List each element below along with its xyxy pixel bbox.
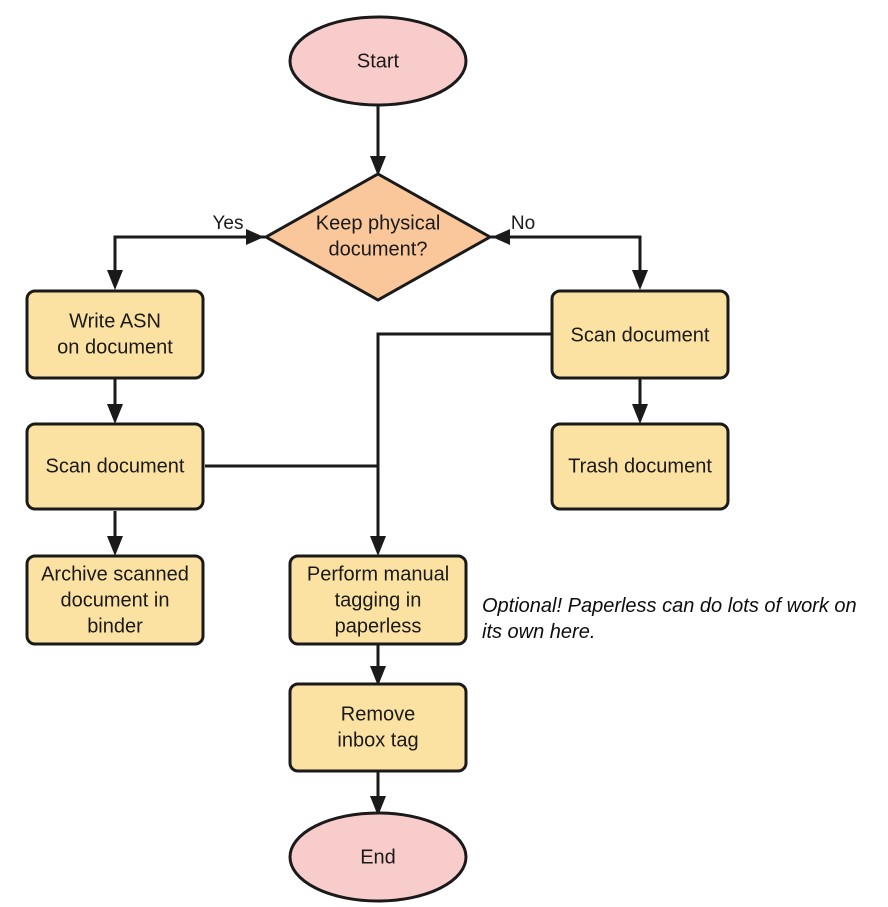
node-label-archive-line1: Archive scanned bbox=[41, 563, 189, 585]
node-shape-rect bbox=[288, 682, 468, 773]
node-shape-rect bbox=[25, 422, 205, 511]
node-perform-manual-tagging[interactable]: Perform manual tagging in paperless bbox=[288, 554, 468, 646]
node-label-keep-physical-line2: document? bbox=[329, 238, 428, 260]
edge-label-yes: Yes bbox=[213, 213, 244, 234]
arrow-head-icon bbox=[107, 404, 123, 424]
arrow-head-icon bbox=[632, 270, 648, 290]
annotation-line1: Optional! Paperless can do lots of work … bbox=[482, 595, 857, 617]
node-archive-scanned-document-in-binder[interactable]: Archive scanned document in binder bbox=[25, 554, 205, 646]
node-start[interactable]: Start bbox=[288, 15, 468, 107]
node-scan-document-left[interactable]: Scan document bbox=[25, 422, 205, 511]
arrow-head-icon bbox=[370, 796, 386, 816]
node-label-manual-tagging-line1: Perform manual bbox=[307, 563, 449, 585]
edge-decision-no-to-scan-right bbox=[491, 229, 648, 290]
edge-scan-right-to-trash bbox=[632, 379, 648, 424]
arrow-head-icon bbox=[370, 156, 386, 176]
edge-manual-tagging-to-remove-inbox-tag bbox=[370, 645, 386, 686]
node-label-keep-physical-line1: Keep physical bbox=[316, 212, 441, 234]
arrow-head-icon bbox=[246, 229, 264, 245]
node-label-manual-tagging-line2: tagging in bbox=[335, 589, 422, 611]
node-shape-diamond bbox=[262, 172, 494, 302]
arrow-head-icon bbox=[370, 536, 386, 556]
arrow-head-icon bbox=[370, 666, 386, 686]
node-shape-ellipse bbox=[288, 811, 468, 903]
edge-line bbox=[113, 235, 265, 277]
edge-label-no: No bbox=[511, 213, 535, 234]
node-write-asn-on-document[interactable]: Write ASN on document bbox=[25, 289, 205, 380]
annotation-optional-note: Optional! Paperless can do lots of work … bbox=[482, 595, 857, 643]
node-label-archive-line2: document in bbox=[61, 589, 170, 611]
node-remove-inbox-tag[interactable]: Remove inbox tag bbox=[288, 682, 468, 773]
edge-line bbox=[376, 332, 552, 543]
node-label-archive-line3: binder bbox=[87, 615, 143, 637]
annotation-line2: its own here. bbox=[482, 621, 595, 643]
node-shape-ellipse bbox=[288, 15, 468, 107]
node-label-manual-tagging-line3: paperless bbox=[335, 615, 422, 637]
node-shape-rect bbox=[25, 554, 205, 646]
edge-remove-inbox-tag-to-end bbox=[370, 771, 386, 816]
node-label-scan-document-right: Scan document bbox=[571, 324, 710, 346]
node-label-write-asn-line2: on document bbox=[57, 336, 173, 358]
arrow-head-icon bbox=[492, 229, 510, 245]
node-label-trash-document: Trash document bbox=[568, 455, 712, 477]
edge-start-to-decision bbox=[370, 103, 386, 176]
node-label-write-asn-line1: Write ASN bbox=[69, 310, 161, 332]
edge-layer bbox=[107, 103, 648, 816]
edge-write-asn-to-scan-left bbox=[107, 379, 123, 424]
arrow-head-icon bbox=[632, 404, 648, 424]
node-label-remove-inbox-tag-line1: Remove bbox=[341, 703, 415, 725]
edge-decision-yes-to-write-asn bbox=[107, 229, 265, 290]
node-label-end: End bbox=[360, 846, 396, 868]
node-shape-rect bbox=[288, 554, 468, 646]
node-shape-rect bbox=[550, 422, 730, 511]
arrow-head-icon bbox=[107, 536, 123, 556]
node-trash-document[interactable]: Trash document bbox=[550, 422, 730, 511]
node-scan-document-right[interactable]: Scan document bbox=[550, 289, 730, 380]
node-label-remove-inbox-tag-line2: inbox tag bbox=[337, 729, 418, 751]
edge-scan-left-to-archive bbox=[107, 511, 123, 556]
node-keep-physical-document[interactable]: Keep physical document? bbox=[262, 172, 494, 302]
node-label-scan-document-left: Scan document bbox=[46, 455, 185, 477]
arrow-head-icon bbox=[107, 270, 123, 290]
node-shape-rect bbox=[25, 289, 205, 380]
edge-scan-right-to-manual-tagging bbox=[370, 332, 552, 556]
node-label-start: Start bbox=[357, 50, 400, 72]
node-end[interactable]: End bbox=[288, 811, 468, 903]
edge-line bbox=[491, 235, 642, 277]
node-shape-rect bbox=[550, 289, 730, 380]
